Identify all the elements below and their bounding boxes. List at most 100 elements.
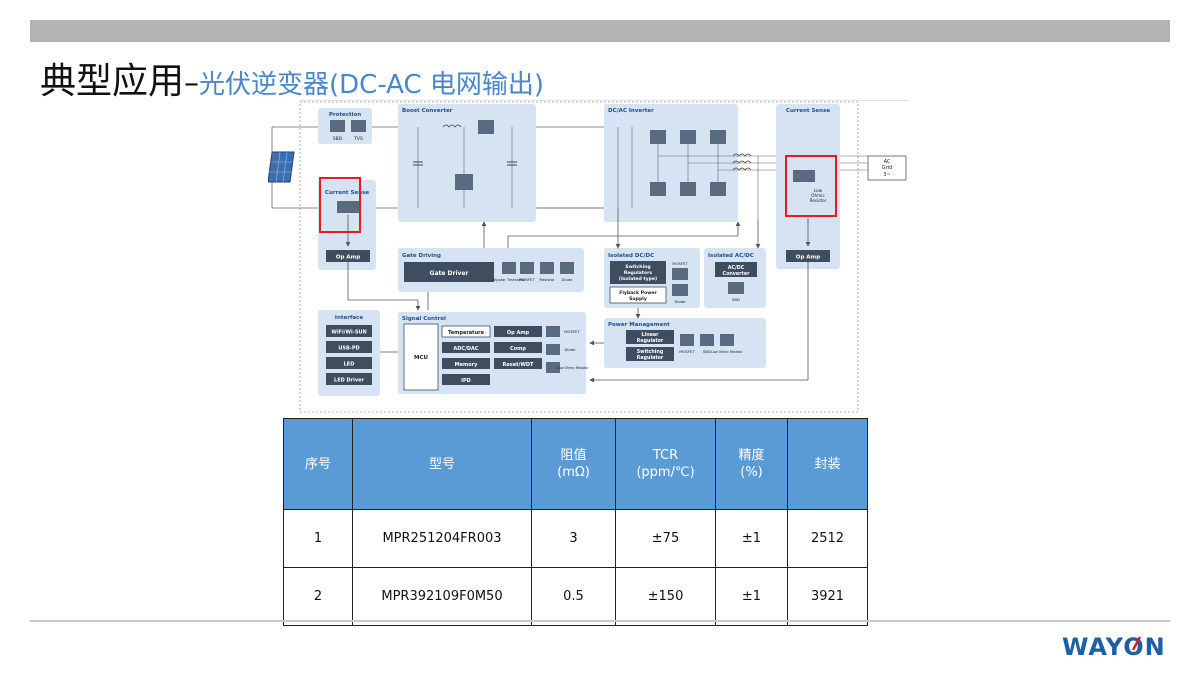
cell-index: 2 <box>283 567 353 626</box>
dcdc-mosfet-label: MOSFET <box>672 261 688 266</box>
header-resistance: 阻值(mΩ) <box>531 418 616 510</box>
isolated-acdc-title: Isolated AC/DC <box>708 253 754 259</box>
op-amp-left <box>326 250 370 262</box>
dcdc-diode-label: Diode <box>674 299 686 304</box>
low-ohmic-label-3: Resistor <box>810 198 827 203</box>
interface-usb-pd <box>326 341 372 353</box>
boost-inductor-icon <box>442 124 462 128</box>
sbd-icon <box>330 120 345 132</box>
signal-ipd-label: IPD <box>461 378 471 384</box>
sw-reg-iso-label-3: (Isolated type) <box>619 276 657 282</box>
header-tcr: TCR(ppm/℃) <box>615 418 716 510</box>
interface-title: Interface <box>335 315 363 321</box>
acdc-label-2: Converter <box>723 271 751 277</box>
gate-driver-label: Gate Driver <box>430 270 469 277</box>
signal-ipd <box>442 374 490 385</box>
signal-mosfet-icon <box>546 326 560 337</box>
highlight-box-right <box>785 155 837 217</box>
interface-led-driver <box>326 373 372 385</box>
top-bar <box>30 20 1170 42</box>
current-sense-right-title: Current Sense <box>786 108 830 114</box>
signal-side-mosfet: MOSFET <box>564 329 580 334</box>
inverter-mosfet-2 <box>680 130 696 144</box>
pm-sbd-label: SBD <box>703 349 711 354</box>
table-row: 1 MPR251204FR003 3 ±75 ±1 2512 <box>283 509 868 568</box>
dcac-inverter-title: DC/AC Inverter <box>608 108 654 114</box>
boost-mosfet-icon <box>455 174 473 190</box>
wayon-logo: WAYON <box>1062 633 1166 661</box>
cell-model: MPR251204FR003 <box>352 509 532 568</box>
logo-text: WAYON <box>1062 633 1166 661</box>
gate-item-bipolar: Bipolar Transistor <box>493 277 526 282</box>
current-sense-left-title: Current Sense <box>325 190 369 196</box>
interface-wifi <box>326 325 372 337</box>
switching-regulator <box>626 347 674 361</box>
inverter-mosfet-1 <box>650 130 666 144</box>
inverter-mosfet-5 <box>680 182 696 196</box>
tvs-icon <box>351 120 366 132</box>
gate-item-mosfet: MOSFET <box>519 277 535 282</box>
mcu-label: MCU <box>414 355 428 361</box>
shunt-resistor-right-icon <box>793 170 815 182</box>
signal-side-resistor: Low Ohmic Resistor <box>557 366 589 370</box>
gate-driver-chip <box>404 262 494 282</box>
interface-usb-label: USB-PD <box>338 346 359 352</box>
header-package: 封装 <box>787 418 868 510</box>
signal-comp-label: Comp <box>510 346 526 352</box>
signal-temperature-label: Temperature <box>448 330 485 336</box>
signal-op-amp <box>494 326 542 337</box>
system-boundary <box>299 101 859 413</box>
dcdc-mosfet-icon <box>672 268 688 280</box>
inverter-mosfet-3 <box>710 130 726 144</box>
cell-package: 3921 <box>787 567 868 626</box>
protection-tvs-label: TVS <box>353 136 363 142</box>
ac-grid-box <box>867 155 907 181</box>
cell-resistance: 3 <box>531 509 616 568</box>
sw-reg-iso-label-2: Regulators <box>624 270 653 276</box>
signal-temperature <box>441 325 491 338</box>
pm-resistor-label: Low Ohmic Resistor <box>711 350 743 354</box>
signal-resistor-icon <box>546 362 560 373</box>
ac-grid-label-1: AC <box>884 159 891 165</box>
interface-led-driver-label: LED Driver <box>334 378 364 384</box>
signal-adc-label: ADC/DAC <box>453 346 479 352</box>
cell-resistance: 0.5 <box>531 567 616 626</box>
title-dash: – <box>184 66 200 101</box>
mcu-chip <box>403 323 439 391</box>
solar-panel-icon <box>268 151 295 183</box>
cell-tcr: ±150 <box>615 567 716 626</box>
interface-led-label: LED <box>344 362 355 368</box>
cell-accuracy: ±1 <box>715 567 788 626</box>
signal-control-title: Signal Control <box>402 316 446 322</box>
op-amp-left-label: Op Amp <box>336 255 361 261</box>
signal-adc-dac <box>442 342 490 353</box>
cell-index: 1 <box>283 509 353 568</box>
signal-memory-label: Memory <box>455 362 478 368</box>
op-amp-right-label: Op Amp <box>796 255 821 261</box>
dcdc-diode-icon <box>672 284 688 296</box>
page-title: 典型应用–光伏逆变器(DC-AC 电网输出) <box>40 52 544 104</box>
highlight-box-left <box>319 177 361 233</box>
title-main: 典型应用 <box>40 61 185 102</box>
protection-sbd-label: SBD <box>333 136 343 142</box>
protection-title: Protection <box>329 112 361 118</box>
flyback-label-1: Flyback Power <box>619 290 657 296</box>
product-spec-table: 序号 型号 阻值(mΩ) TCR(ppm/℃) 精度(%) 封装 1 MPR25… <box>283 418 868 626</box>
table-row: 2 MPR392109F0M50 0.5 ±150 ±1 3921 <box>283 567 868 626</box>
gate-mosfet-icon <box>520 262 534 274</box>
flyback-label-2: Supply <box>629 296 647 302</box>
header-accuracy: 精度(%) <box>715 418 788 510</box>
linear-regulator <box>626 330 674 344</box>
pv-inverter-block-diagram: Protection SBD TVS Current Sense Op Amp … <box>268 100 908 413</box>
signal-side-diode: Diode <box>564 347 576 352</box>
header-model: 型号 <box>352 418 532 510</box>
gate-item-resistor: Resistor <box>539 277 555 282</box>
inverter-mosfet-6 <box>710 182 726 196</box>
signal-memory <box>442 358 490 369</box>
switching-regulator-isolated <box>610 261 666 284</box>
isolated-dcdc-title: Isolated DC/DC <box>608 253 654 259</box>
acdc-converter <box>715 262 757 277</box>
bipolar-transistor-icon <box>502 262 516 274</box>
gate-driving-title: Gate Driving <box>402 253 441 259</box>
gate-item-diode: Diode <box>561 277 573 282</box>
